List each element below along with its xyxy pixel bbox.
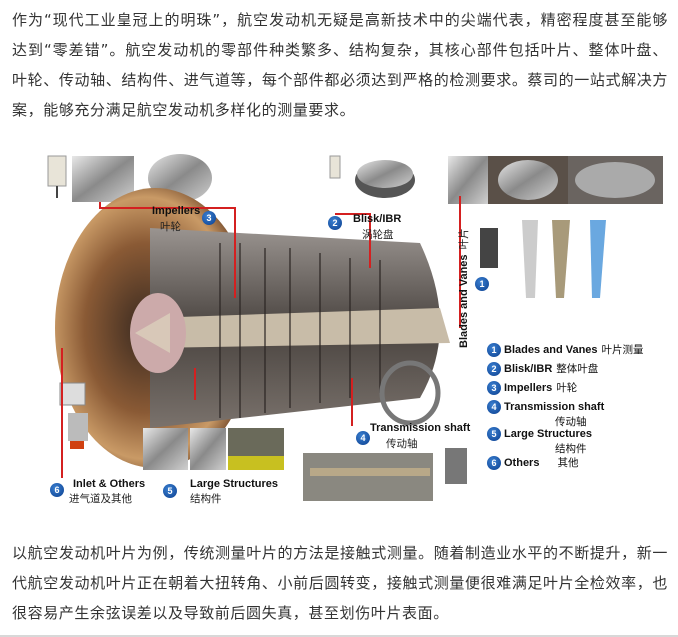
legend-en: Transmission shaft — [504, 400, 605, 413]
legend-badge: 6 — [487, 456, 501, 471]
legend-en: Others — [504, 457, 540, 469]
badge-6: 6 — [50, 483, 64, 497]
callout-impellers-zh: 叶轮 — [160, 221, 181, 233]
callout-structures-zh: 结构件 — [190, 493, 222, 505]
callout-structures-label: Large Structures — [190, 478, 279, 490]
badge-3: 3 — [202, 211, 216, 225]
legend-en: Large Structures — [504, 427, 593, 440]
legend-en: Blades and Vanes — [504, 344, 598, 356]
legend-zh: 叶片测量 — [601, 344, 644, 356]
callout-blades-vertical: Blades and Vanes 叶片 — [452, 228, 471, 348]
legend-zh: 结构件 — [555, 443, 587, 455]
callout-blades-label: Blades and Vanes — [458, 254, 470, 348]
intro-paragraph: 作为“现代工业皇冠上的明珠”，航空发动机无疑是高新技术中的尖端代表，精密程度甚至… — [12, 11, 668, 119]
callout-shaft-label: Transmission shaft — [370, 422, 471, 434]
legend-badge: 2 — [487, 362, 501, 377]
bottom-divider — [0, 635, 678, 637]
callout-shaft-zh: 传动轴 — [386, 438, 418, 450]
callout-blades-zh: 叶片 — [458, 228, 470, 250]
legend-en: Blisk/IBR — [504, 363, 553, 375]
legend-zh: 整体叶盘 — [556, 363, 599, 375]
callout-inlet-label: Inlet & Others — [73, 478, 146, 490]
legend-badge: 5 — [487, 427, 501, 441]
callout-inlet-zh: 进气道及其他 — [69, 493, 132, 505]
badge-4: 4 — [356, 431, 370, 445]
badge-5: 5 — [163, 484, 177, 498]
body-paragraph: 以航空发动机叶片为例，传统测量叶片的方法是接触式测量。随着制造业水平的不断提升，… — [12, 544, 668, 622]
engine-illustration — [47, 154, 663, 501]
legend-en: Impellers — [504, 382, 553, 394]
legend-zh: 其他 — [557, 457, 579, 469]
engine-components-figure: Impellers 叶轮 3 2 Blisk/IBR 涡轮盘 Blades an… — [40, 148, 665, 508]
badge-2: 2 — [328, 216, 342, 230]
legend-badge: 3 — [487, 381, 501, 396]
callout-blisk-label: Blisk/IBR — [353, 213, 402, 225]
callout-impellers-label: Impellers — [152, 205, 201, 217]
callout-blisk-zh: 涡轮盘 — [362, 229, 394, 241]
legend-zh: 叶轮 — [556, 382, 578, 394]
legend-zh: 传动轴 — [555, 416, 587, 428]
legend-badge: 4 — [487, 400, 501, 414]
legend-badge: 1 — [487, 343, 501, 358]
badge-1: 1 — [475, 277, 489, 291]
